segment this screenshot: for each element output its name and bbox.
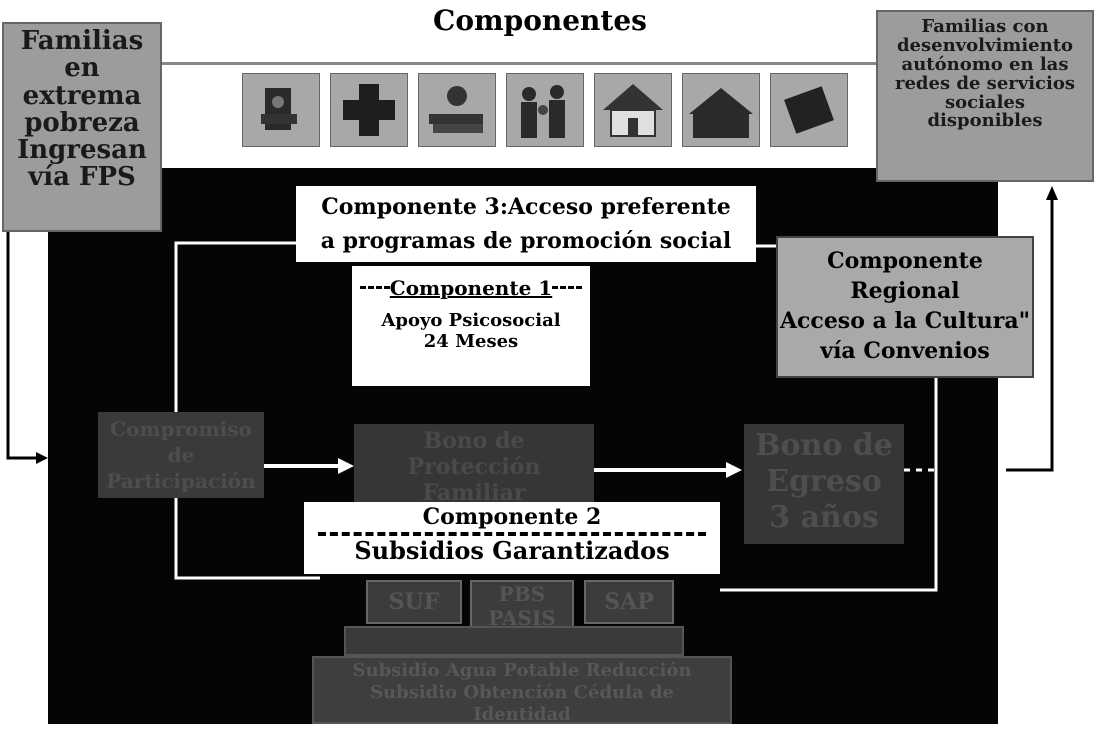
flow-box-1-line3: Participación [106,469,256,493]
subsidy-bottom-line1: Subsidio Agua Potable Reducción [352,660,692,681]
flow-box-1-line1: Compromiso [110,417,252,441]
component-1-heading-text: Componente 1 [389,276,553,300]
flow-box-bono-proteccion: Bono de Protección Familiar [354,424,594,510]
flow-box-1-line2: de [167,443,195,467]
flow-box-3-line2: Egreso [766,464,882,499]
regional-line2: Regional [850,278,960,304]
flow-box-2-line2: Protección [407,454,541,480]
subsidy-sap-label: SAP [604,589,654,615]
component-2-dashes [318,532,706,536]
right-line: autónomo en las [901,53,1069,75]
work-icon [682,73,760,147]
component-3-line2: a programas de promoción social [320,228,732,254]
health-cross-icon [330,73,408,147]
regional-line4: vía Convenios [820,338,990,364]
subsidy-bottom-line3: Identidad [473,704,571,725]
subsidy-suf-label: SUF [388,589,440,615]
component-2-line1: Subsidios Garantizados [354,536,670,565]
flow-box-3-line1: Bono de [755,428,893,463]
right-line: desenvolvimiento [896,34,1074,56]
component-1-heading: Componente 1 [352,276,590,300]
right-line: disponibles [927,110,1043,132]
subsidy-bottom-box: Subsidio Agua Potable Reducción Subsidio… [312,656,732,725]
subsidy-bottom-line2: Subsidio Obtención Cédula de [370,682,674,703]
right-line: Familias con [921,16,1049,37]
phone-icon [242,73,320,147]
component-1-line1: Apoyo Psicosocial [381,310,561,331]
right-line: redes de servicios [895,72,1075,94]
right-line: sociales [944,91,1026,113]
subsidy-other-row [344,626,684,656]
diagram-title: Componentes [433,4,647,37]
regional-line1: Componente [827,248,983,274]
flow-box-3-line3: 3 años [769,500,879,535]
component-3-line1: Componente 3:Acceso preferente [321,194,731,220]
family-group-icon [506,73,584,147]
right-box: Familias con desenvolvimiento autónomo e… [876,10,1094,182]
subsidy-suf: SUF [366,580,462,624]
left-line: Familias [20,26,144,56]
component-1-line2: 24 Meses [423,331,519,352]
left-line: pobreza [24,107,140,138]
left-line: extrema [22,80,142,111]
left-line: vía FPS [28,162,136,193]
flow-box-bono-egreso: Bono de Egreso 3 años [744,424,904,544]
left-line: Ingresan [17,135,147,166]
subsidy-sap: SAP [584,580,674,624]
regional-component-box: Componente Regional Acceso a la Cultura"… [776,236,1034,378]
house-icon [594,73,672,147]
icons-strip [160,62,876,166]
flow-box-2-line3: Familiar [422,480,526,506]
left-line: en [64,53,100,84]
flow-box-2-line1: Bono de [423,428,525,454]
flow-box-compromiso: Compromiso de Participación [98,412,264,498]
left-box: Familias en extrema pobreza Ingresan vía… [2,22,162,232]
education-books-icon [418,73,496,147]
component-3-box: Componente 3:Acceso preferente a program… [296,186,756,262]
regional-line3: Acceso a la Cultura" [779,308,1031,334]
component-2-heading: Componente 2 [422,504,602,530]
component-1-box: Componente 1 Apoyo Psicosocial 24 Meses [352,266,590,386]
income-icon [770,73,848,147]
component-2-box: Componente 2 Subsidios Garantizados [304,502,720,574]
subsidy-pbs-label: PBS [498,582,546,606]
